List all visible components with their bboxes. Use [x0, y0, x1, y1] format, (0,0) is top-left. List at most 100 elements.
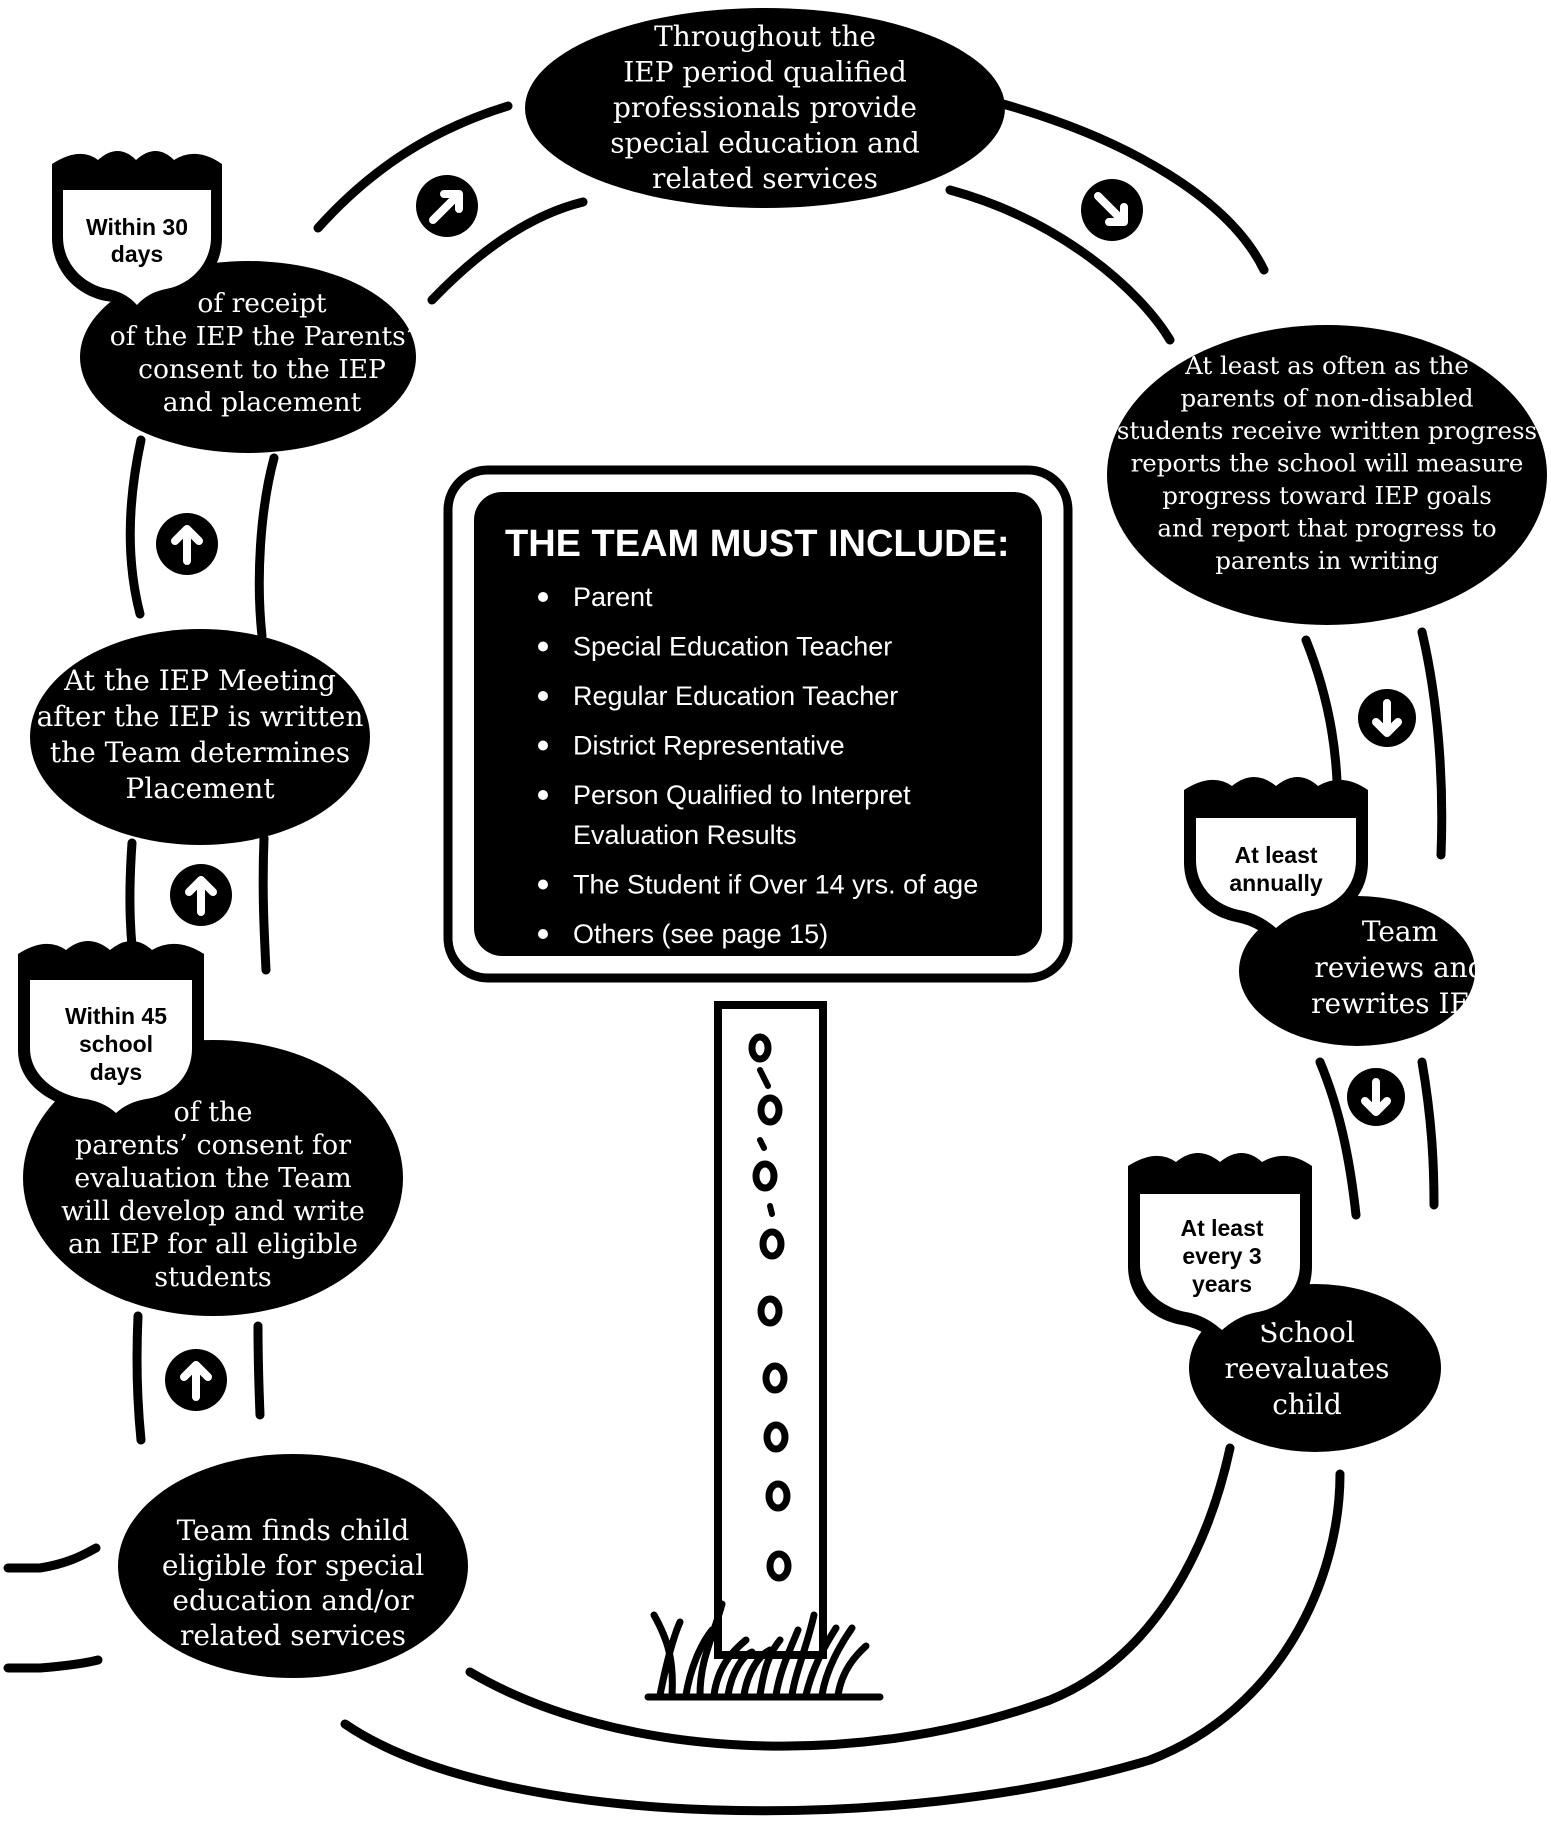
text-line: special education and [610, 127, 920, 160]
text-line: At least as often as the [1184, 351, 1469, 380]
step-progress-text: At least as often as the parents of non-d… [1117, 351, 1537, 575]
text-line: reevaluates [1225, 1352, 1390, 1385]
text-line: The Student if Over 14 yrs. of age [573, 870, 978, 900]
text-line: progress toward IEP goals [1162, 481, 1492, 510]
text-line: the Team determines [50, 736, 350, 769]
text-line: reviews and [1314, 951, 1485, 984]
road [3, 99, 1447, 1816]
text-line: days [90, 1059, 142, 1085]
text-line: school [79, 1031, 153, 1057]
text-line: students receive written progress [1117, 416, 1537, 445]
text-line: every 3 [1182, 1243, 1261, 1269]
grass [644, 1600, 884, 1701]
text-line: of the [173, 1097, 252, 1128]
text-line: days [111, 241, 163, 267]
sign-post [714, 1001, 827, 1659]
text-line: related services [180, 1619, 406, 1652]
team-member-item: Special Education Teacher [538, 632, 892, 662]
text-line: Throughout the [654, 20, 876, 53]
text-line: Within 30 [86, 214, 188, 240]
text-line: professionals provide [613, 91, 917, 124]
team-member-item: Others (see page 15) [538, 919, 828, 949]
text-line: of receipt [197, 288, 326, 319]
text-line: evaluation the Team [74, 1163, 352, 1194]
text-line: Within 45 [65, 1003, 167, 1029]
bullet-icon [538, 929, 548, 939]
text-line: years [1192, 1271, 1252, 1297]
text-line: will develop and write [61, 1196, 365, 1227]
arrow-down-icon [1358, 689, 1416, 747]
team-sign-title: THE TEAM MUST INCLUDE: [505, 523, 1010, 565]
team-member-item: District Representative [538, 731, 845, 761]
text-line: Regular Education Teacher [573, 681, 898, 711]
text-line: District Representative [573, 731, 845, 761]
text-line: At least [1180, 1215, 1263, 1241]
text-line: after the IEP is written [37, 700, 364, 733]
text-line: Person Qualified to Interpret [573, 780, 911, 810]
team-member-label: Others (see page 15) [573, 919, 828, 949]
text-line: students [154, 1262, 271, 1293]
text-line: reports the school will measure [1131, 449, 1524, 478]
text-line: IEP period qualified [623, 56, 907, 89]
text-line: and report that progress to [1157, 514, 1496, 543]
text-line: related services [652, 162, 878, 195]
text-line: Placement [125, 772, 275, 805]
text-line: Team finds child [177, 1514, 410, 1547]
text-line: parents’ consent for [75, 1130, 351, 1161]
text-line: consent to the IEP [138, 354, 386, 385]
bullet-icon [538, 740, 548, 751]
team-member-label: Special Education Teacher [573, 632, 892, 662]
team-member-label: Regular Education Teacher [573, 681, 898, 711]
bullet-icon [538, 790, 548, 800]
arrow-up-icon [156, 513, 218, 575]
text-line: Evaluation Results [573, 820, 797, 850]
text-line: child [1272, 1388, 1342, 1421]
arrow-up-right-icon [416, 175, 478, 237]
text-line: annually [1229, 870, 1323, 896]
arrow-up-icon [165, 1349, 227, 1411]
bullet-icon [538, 641, 548, 652]
text-line: Others (see page 15) [573, 919, 828, 949]
team-member-item: The Student if Over 14 yrs. of age [538, 870, 978, 900]
arrow-down-icon [1347, 1068, 1405, 1126]
text-line: Special Education Teacher [573, 632, 892, 662]
text-line: parents in writing [1215, 546, 1439, 575]
text-line: Team [1362, 915, 1438, 948]
text-line: parents of non-disabled [1180, 384, 1473, 413]
team-member-label: Parent [573, 582, 653, 612]
bullet-icon [538, 691, 548, 701]
text-line: Parent [573, 582, 653, 612]
team-member-item: Regular Education Teacher [538, 681, 898, 711]
text-line: eligible for special [162, 1549, 424, 1582]
bullet-icon [538, 592, 548, 602]
arrow-up-icon [170, 864, 232, 926]
text-line: and placement [163, 387, 362, 418]
text-line: At least [1234, 842, 1317, 868]
bullet-icon [538, 879, 548, 890]
text-line: an IEP for all eligible [68, 1229, 358, 1260]
step-progress: At least as often as the parents of non-d… [1107, 325, 1547, 625]
team-member-label: The Student if Over 14 yrs. of age [573, 870, 978, 900]
